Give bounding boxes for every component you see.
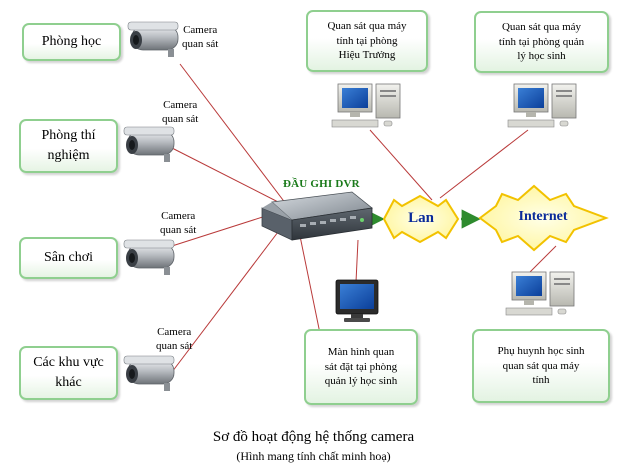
room-label-line1: Các khu vực <box>33 354 104 370</box>
internet-badge <box>478 184 609 252</box>
lan-label: Lan <box>408 210 434 226</box>
info-box-hieu-truong: Quan sát qua máy tính tại phòng Hiệu Trư… <box>306 10 428 72</box>
link-camera-2 <box>171 147 287 207</box>
room-san-choi: Sân chơi <box>19 237 118 279</box>
lan-badge <box>382 194 460 244</box>
camera-label-line2: quan sát <box>156 339 193 352</box>
camera-icon <box>127 21 179 57</box>
dvr-title: ĐẦU GHI DVR <box>283 178 360 190</box>
computer-icon <box>505 271 575 316</box>
info-box-quan-ly-hoc-sinh: Quan sát qua máy tính tại phòng quản lý … <box>474 11 609 73</box>
info-line: tính <box>532 374 550 387</box>
info-line: Phụ huynh học sinh <box>497 344 585 357</box>
room-cac-khu-vuc-khac: Các khu vực khác <box>19 346 118 400</box>
room-phong-hoc: Phòng học <box>22 23 121 61</box>
info-line: Hiệu Trưởng <box>338 49 396 62</box>
camera-label: Camera quan sát <box>162 99 198 127</box>
info-line: quan sát qua máy <box>502 359 580 372</box>
camera-label: Camera quan sát <box>182 24 218 52</box>
link-camera-3 <box>171 213 273 247</box>
diagram-subcaption: (Hình mang tính chất minh hoạ) <box>236 449 391 463</box>
room-label-line2: nghiệm <box>47 148 90 163</box>
camera-label-line2: quan sát <box>162 112 199 125</box>
camera-label-line1: Camera <box>157 326 192 338</box>
link-internet-pc3 <box>529 245 557 273</box>
info-line: lý học sinh <box>517 50 566 63</box>
camera-label-line2: quan sát <box>160 223 197 236</box>
room-label: Sân chơi <box>43 249 93 265</box>
camera-icon <box>123 126 175 162</box>
link-lan-pc2 <box>439 129 529 199</box>
diagram-caption: Sơ đồ hoạt động hệ thống camera <box>212 429 415 445</box>
info-line: sát đặt tại phòng <box>324 360 398 373</box>
link-camera-1 <box>179 63 287 205</box>
camera-icon <box>123 355 175 391</box>
room-label: Phòng học <box>41 33 102 49</box>
room-phong-thi-nghiem: Phòng thí nghiệm <box>19 119 118 173</box>
camera-icon <box>123 239 175 275</box>
camera-label-line1: Camera <box>183 24 218 36</box>
info-line: Quan sát qua máy <box>501 20 582 33</box>
info-line: Màn hình quan <box>327 345 395 358</box>
info-box-phu-huynh: Phụ huynh học sinh quan sát qua máy tính <box>472 329 610 403</box>
info-line: tính tại phòng <box>336 34 398 47</box>
link-dvr-monitor2 <box>355 239 359 283</box>
computer-icon <box>331 83 401 128</box>
monitor-icon <box>335 279 379 322</box>
link-camera-4 <box>171 231 279 373</box>
info-box-man-hinh: Màn hình quan sát đặt tại phòng quản lý … <box>304 329 418 405</box>
room-label-line2: khác <box>55 375 82 390</box>
info-line: tính tại phòng quản <box>498 35 585 48</box>
camera-label-line1: Camera <box>161 210 196 222</box>
info-line: Quan sát qua máy <box>327 19 407 32</box>
camera-label: Camera quan sát <box>160 210 196 238</box>
room-label-line1: Phòng thí <box>41 127 96 143</box>
camera-label: Camera quan sát <box>156 326 192 354</box>
computer-icon <box>507 83 577 128</box>
info-line: quản lý học sinh <box>324 375 398 388</box>
camera-label-line2: quan sát <box>182 37 219 50</box>
network-links <box>355 129 557 283</box>
camera-label-line1: Camera <box>163 99 198 111</box>
camera-links <box>171 63 333 393</box>
internet-label: Internet <box>518 209 568 224</box>
dvr-recorder-icon <box>261 191 373 241</box>
link-lan-pc1 <box>369 129 433 201</box>
